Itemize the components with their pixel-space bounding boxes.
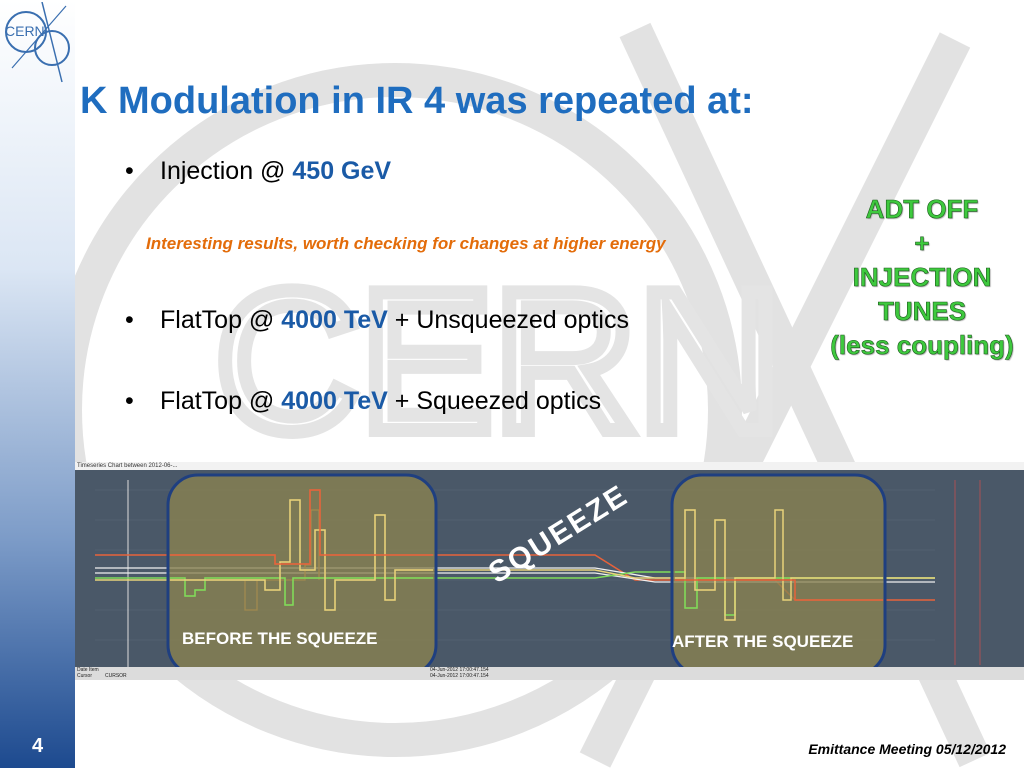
adt-line: +: [914, 228, 930, 259]
slide-title: K Modulation in IR 4 was repeated at:: [80, 80, 754, 122]
right-axes: [954, 480, 981, 665]
sidebar: [0, 0, 75, 768]
adt-line: TUNES: [877, 296, 967, 327]
after-squeeze-label: AFTER THE SQUEEZE: [672, 632, 854, 651]
before-squeeze-label: BEFORE THE SQUEEZE: [182, 629, 378, 648]
cursor-value: CURSOR: [105, 673, 127, 679]
adt-line: INJECTION: [852, 262, 992, 293]
date-item-label: Date Item: [77, 667, 99, 673]
adt-line: ADT OFF: [865, 194, 979, 225]
bullet-energy: 4000 TeV: [281, 387, 388, 415]
bullet-energy: 4000 TeV: [281, 306, 388, 334]
time-left: 04-Jun-2012 17:00:47.154: [430, 667, 489, 673]
red-trace-overlay: [170, 489, 433, 565]
time-right: 04-Jun-2012 17:00:47.154: [430, 673, 489, 679]
before-squeeze-box: [166, 473, 438, 668]
logo-text: CERN: [5, 23, 45, 39]
cern-logo: CERN: [5, 2, 70, 83]
bullet-suffix: + Unsqueezed optics: [387, 306, 629, 334]
chart-title: Timeseries Chart between 2012-06-...: [77, 463, 178, 469]
bullet-energy: 450 GeV: [292, 157, 392, 185]
timeseries-chart-screenshot: Timeseries Chart between 2012-06-...: [75, 462, 1024, 680]
adt-callout: ADT OFF + INJECTION TUNES (less coupling…: [810, 192, 1024, 362]
status-bar: Date Item Cursor CURSOR 04-Jun-2012 17:0…: [75, 667, 1024, 680]
adt-line: (less coupling): [830, 330, 1014, 361]
green-trace-overlay: [170, 577, 433, 606]
red-trace-overlay-right: [675, 579, 883, 601]
slide-number: 4: [31, 735, 44, 757]
cursor-label: Cursor: [77, 673, 93, 679]
yellow-trace-overlay-right: [675, 509, 883, 621]
bullet-suffix: + Squeezed optics: [387, 387, 602, 415]
bullet-dot: •: [125, 157, 134, 185]
bullet-dot: •: [125, 306, 134, 334]
footer-text: Emittance Meeting 05/12/2012: [808, 741, 1006, 757]
bullet-prefix: FlatTop @: [160, 306, 282, 334]
results-note: Interesting results, worth checking for …: [146, 234, 666, 253]
watermark-text: CERN: [215, 250, 782, 473]
bullet-dot: •: [125, 387, 134, 415]
bullet-prefix: FlatTop @: [160, 387, 282, 415]
chart-plot: [75, 470, 1024, 668]
bullet-prefix: Injection @: [160, 157, 293, 185]
